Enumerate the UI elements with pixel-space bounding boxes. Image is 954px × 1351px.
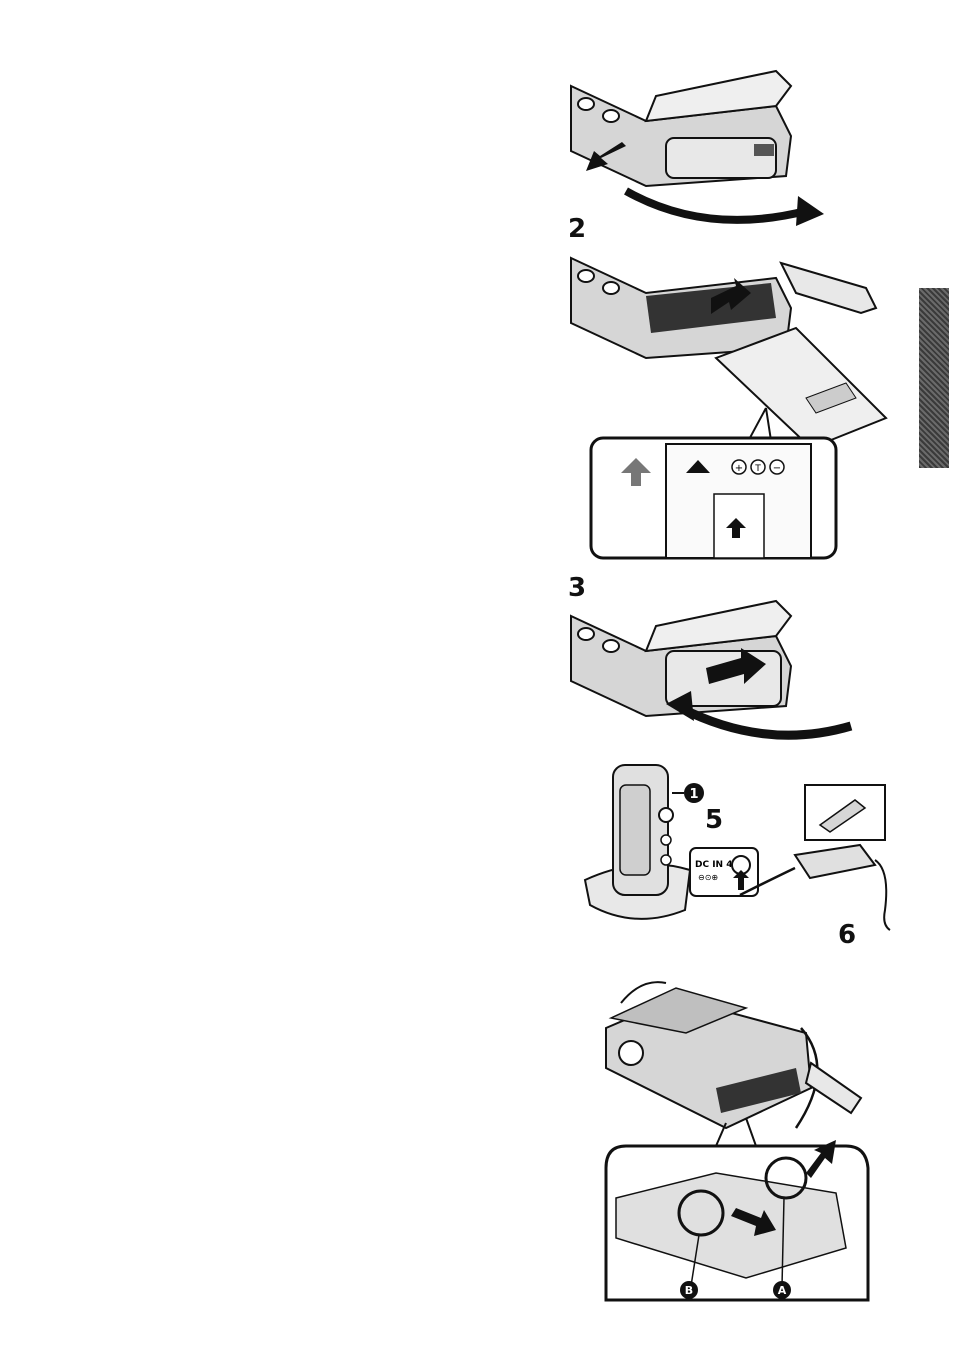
callout-a-label: A [778, 1284, 787, 1297]
battery-plus-label: + [735, 463, 743, 474]
figure-insert-battery: + T − [566, 238, 896, 568]
section-tab [919, 288, 949, 468]
battery-t-label: T [754, 464, 761, 474]
figure-remove-battery: B A [596, 968, 886, 1308]
battery-cover [781, 263, 876, 313]
step-number-6: 6 [838, 920, 856, 945]
figure-charging-stand: 1 5 DC IN 4.8V ⊖⊙⊕ 6 [580, 760, 900, 945]
figure-open-battery-cover [566, 66, 826, 234]
ac-adaptor [795, 845, 875, 878]
battery-minus-label: − [773, 463, 781, 474]
callout-1-label: 1 [689, 787, 698, 802]
step-number-5: 5 [705, 805, 723, 835]
curved-arrow-icon [626, 191, 806, 220]
dc-polarity-label: ⊖⊙⊕ [698, 873, 718, 882]
button-icon [578, 98, 594, 110]
figure-close-battery-cover [566, 596, 866, 746]
callout-b-label: B [685, 1284, 693, 1297]
button-icon [603, 110, 619, 122]
